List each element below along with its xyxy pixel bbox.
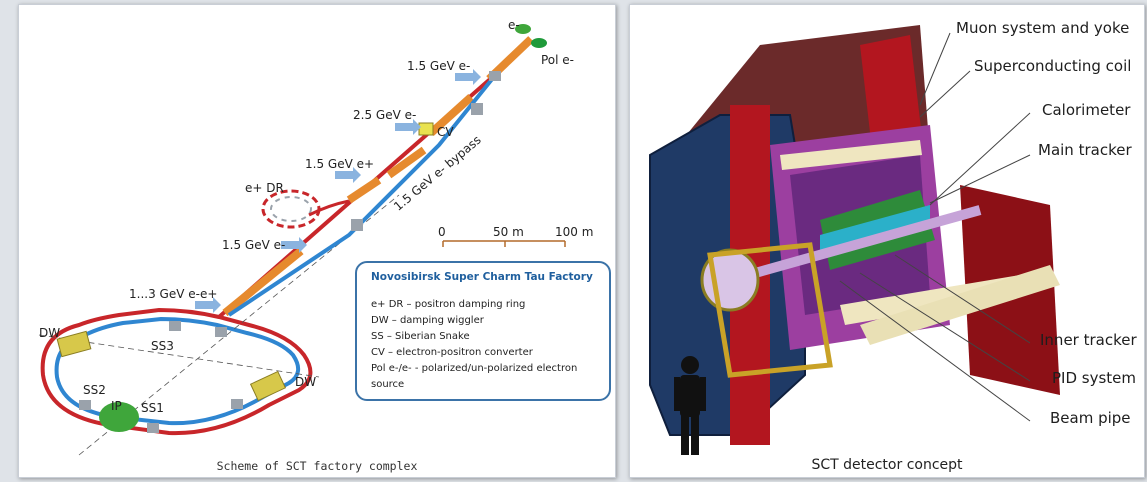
- label-muon-system: Muon system and yoke: [956, 19, 1130, 37]
- label-15gev-e-mid: 1.5 GeV e-: [222, 238, 286, 252]
- bypass-line: [227, 71, 499, 317]
- legend-item: e+ DR – positron damping ring: [371, 299, 526, 310]
- label-dw-right: DW: [295, 375, 317, 389]
- label-15gev-e-plus: 1.5 GeV e+: [305, 157, 375, 171]
- label-ip: IP: [111, 399, 122, 413]
- label-ss3: SS3: [151, 339, 174, 353]
- collider-ring-red: [40, 307, 313, 436]
- scale-zero: 0: [438, 225, 446, 239]
- detector-drawing: [649, 25, 1060, 455]
- label-ss2: SS2: [83, 383, 106, 397]
- label-superconducting-coil: Superconducting coil: [974, 57, 1132, 75]
- e-source: [515, 24, 531, 34]
- cv-converter: [418, 122, 434, 136]
- human-scale-figure: [674, 356, 706, 455]
- pol-e-source: [531, 38, 547, 48]
- collider-ring-blue: [54, 316, 301, 426]
- label-pid-system: PID system: [1052, 369, 1137, 387]
- legend-item: source: [371, 379, 405, 390]
- label-13gev-ee: 1...3 GeV e-e+: [129, 287, 218, 301]
- dw-left-magnet: [56, 330, 92, 358]
- legend-item: DW – damping wiggler: [371, 315, 484, 326]
- label-inner-tracker: Inner tracker: [1040, 331, 1137, 349]
- label-pol-e-source: Pol e-: [541, 53, 575, 67]
- linac: [222, 247, 304, 317]
- label-main-tracker: Main tracker: [1038, 141, 1132, 159]
- right-caption: SCT detector concept: [811, 457, 963, 473]
- ip-marker: [99, 402, 139, 432]
- legend-item: SS – Siberian Snake: [371, 331, 470, 342]
- left-caption: Scheme of SCT factory complex: [216, 459, 418, 473]
- label-beam-pipe: Beam pipe: [1050, 409, 1131, 427]
- label-ss1: SS1: [141, 401, 164, 415]
- legend-item: Pol e-/e- - polarized/un-polarized elect…: [371, 363, 578, 374]
- label-e-minus-source: e-: [508, 18, 520, 32]
- legend-box: Novosibirsk Super Charm Tau Factory e+ D…: [355, 261, 611, 401]
- legend-item: CV – electron-positron converter: [371, 347, 533, 358]
- detector-concept-panel: Muon system and yoke Superconducting coi…: [629, 4, 1145, 478]
- label-calorimeter: Calorimeter: [1042, 101, 1131, 119]
- scale-fifty: 50 m: [493, 225, 524, 239]
- beam-pipe: [728, 205, 982, 285]
- label-25gev-e: 2.5 GeV e-: [353, 108, 417, 122]
- label-e-plus-dr: e+ DR: [245, 181, 284, 195]
- scale-hundred: 100 m: [555, 225, 594, 239]
- dw-right-magnet: [249, 370, 287, 402]
- accelerator-scheme-panel: e- Pol e- 1.5 GeV e- 2.5 GeV e- CV 1.5 G…: [18, 4, 616, 478]
- accelerator-scheme-drawing: [38, 24, 566, 456]
- label-cv: CV: [437, 125, 454, 139]
- label-dw-left: DW: [39, 326, 61, 340]
- label-15gev-e-top: 1.5 GeV e-: [407, 59, 471, 73]
- legend-title: Novosibirsk Super Charm Tau Factory: [371, 271, 593, 283]
